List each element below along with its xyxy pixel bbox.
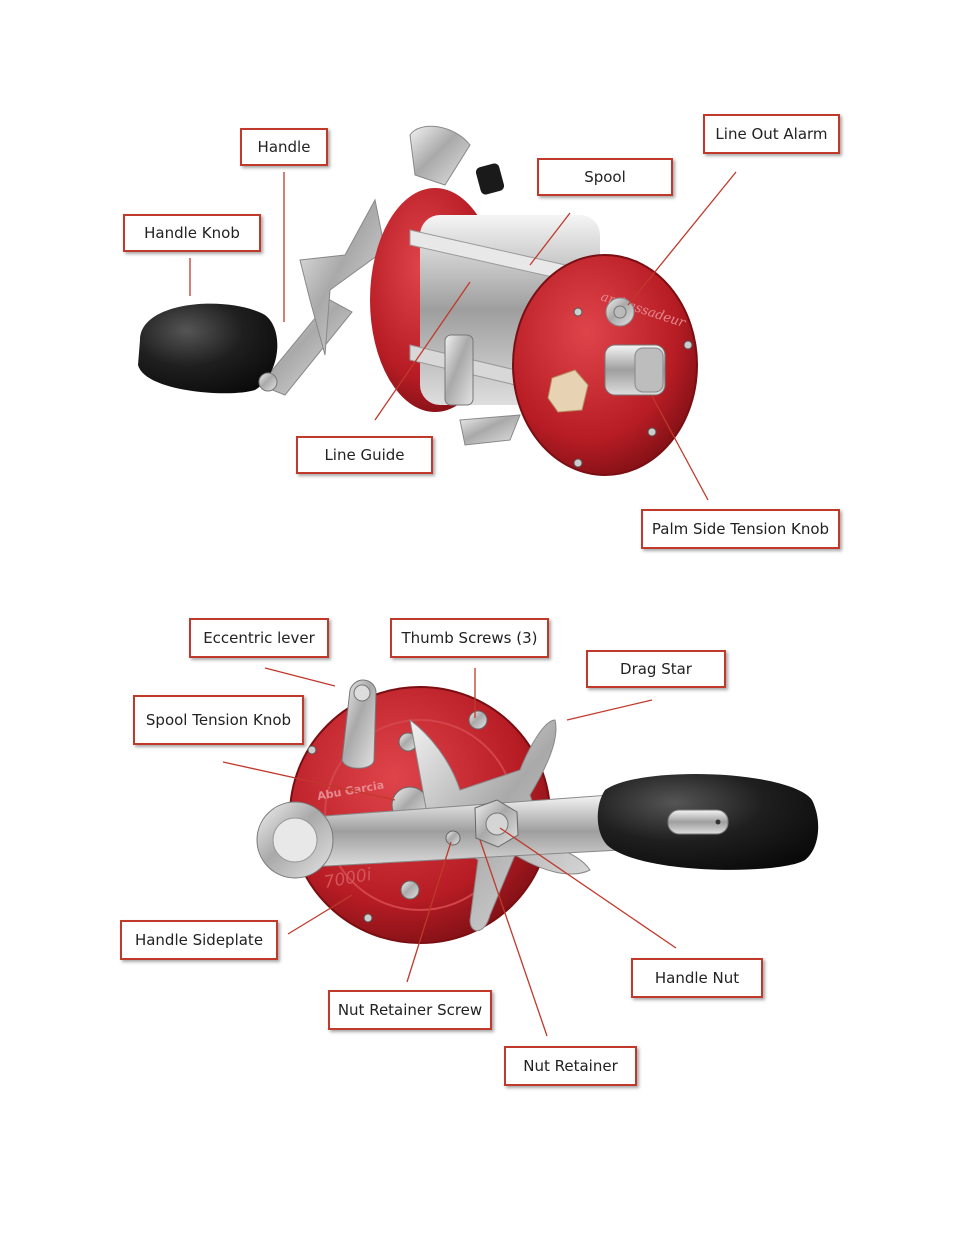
label-palm-side-tension-knob: Palm Side Tension Knob [641, 509, 840, 549]
reel2-thumb-screw [401, 881, 419, 899]
reel2-nut-retainer-screw [446, 831, 460, 845]
reel1-knob-screw [259, 373, 277, 391]
label-spool: Spool [537, 158, 673, 196]
reel1-line-guide [445, 335, 473, 405]
label-handle: Handle [240, 128, 328, 166]
label-nut-retainer-screw: Nut Retainer Screw [328, 990, 492, 1030]
label-eccentric-lever: Eccentric lever [189, 618, 329, 658]
label-nut-retainer: Nut Retainer [504, 1046, 637, 1086]
label-handle-knob: Handle Knob [123, 214, 261, 252]
label-thumb-screws: Thumb Screws (3) [390, 618, 549, 658]
reel-handle-side-view: Abu Garcia 7000i [257, 680, 818, 943]
label-handle-nut: Handle Nut [631, 958, 763, 998]
reel1-foot [460, 415, 520, 445]
label-line-out-alarm: Line Out Alarm [703, 114, 840, 154]
reel2-thumb-screw [469, 711, 487, 729]
reel1-handle-knob [138, 304, 277, 394]
label-handle-sideplate: Handle Sideplate [120, 920, 278, 960]
label-line-guide: Line Guide [296, 436, 433, 474]
label-spool-tension-knob: Spool Tension Knob [133, 695, 304, 745]
reel1-button [475, 162, 505, 195]
label-drag-star: Drag Star [586, 650, 726, 688]
reel1-top-handle [410, 126, 470, 185]
